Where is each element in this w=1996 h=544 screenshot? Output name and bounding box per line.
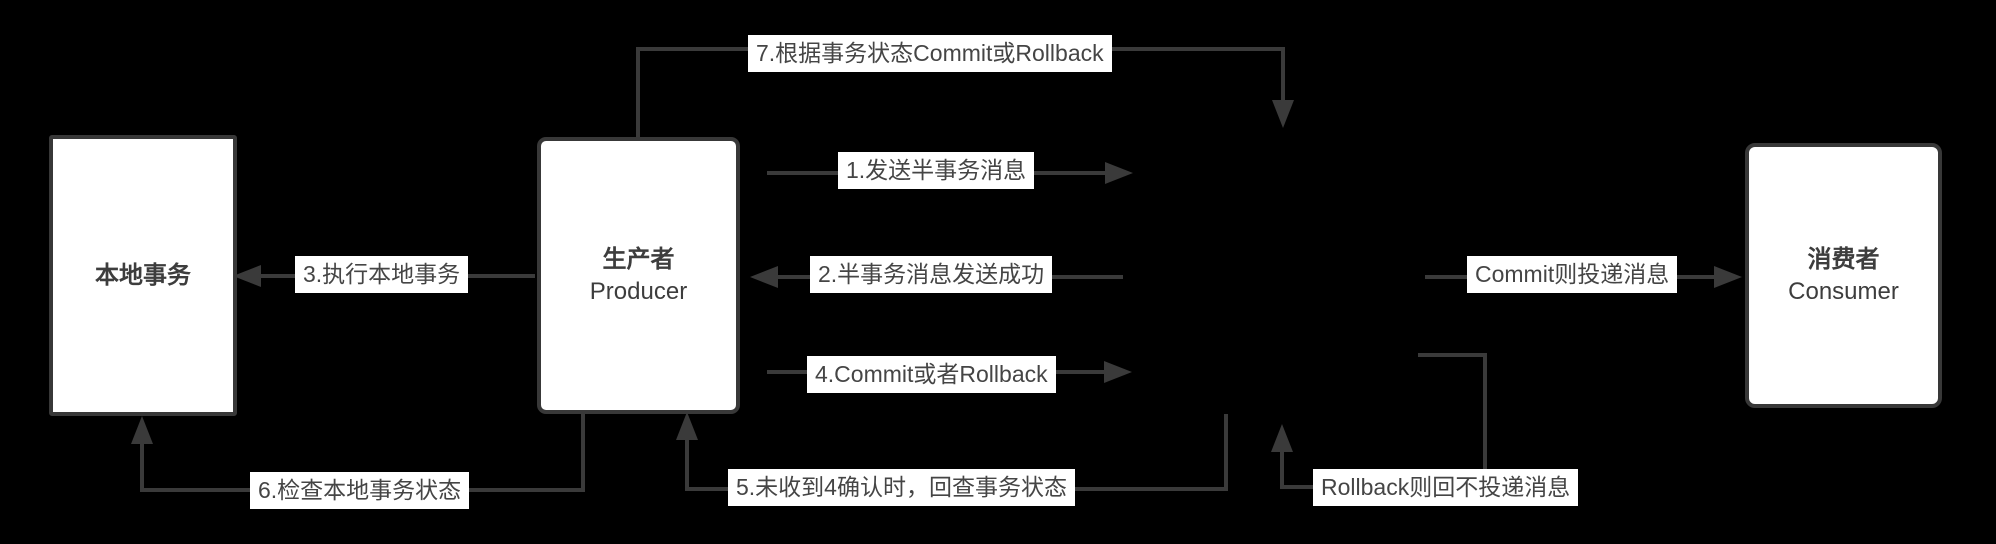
step-6-label: 6.检查本地事务状态	[250, 472, 470, 509]
arrowhead-up-icon	[131, 416, 153, 444]
arrowhead-left-icon	[233, 265, 261, 287]
connector-6-down-segment	[581, 414, 585, 492]
connector-6-up-segment	[140, 440, 144, 492]
consumer-box: 消费者 Consumer	[1745, 143, 1942, 408]
rollback-stub-segment	[1280, 485, 1315, 489]
step-2-label: 2.半事务消息发送成功	[810, 256, 1053, 293]
rollback-note-label: Rollback则回不投递消息	[1313, 469, 1579, 506]
step-3-label: 3.执行本地事务	[295, 256, 469, 293]
step-5-label: 5.未收到4确认时，回查事务状态	[728, 469, 1075, 506]
producer-title: 生产者	[602, 245, 675, 273]
arrowhead-right-icon	[1714, 266, 1742, 288]
arrowhead-up-icon	[676, 412, 698, 440]
rollback-top-down-segment	[1483, 353, 1487, 472]
producer-subtitle: Producer	[589, 277, 688, 305]
consumer-subtitle: Consumer	[1788, 277, 1899, 305]
arrowhead-down-icon	[1272, 100, 1294, 128]
local-transaction-title: 本地事务	[95, 261, 191, 289]
arrowhead-left-icon	[750, 266, 778, 288]
local-transaction-box: 本地事务	[49, 135, 237, 416]
producer-box: 生产者 Producer	[537, 137, 740, 414]
rollback-up-segment	[1280, 450, 1284, 489]
arrowhead-up-icon	[1271, 424, 1293, 452]
step-7-label: 7.根据事务状态Commit或Rollback	[748, 35, 1112, 72]
connector-7-up-segment	[636, 49, 640, 139]
consumer-title: 消费者	[1807, 245, 1880, 273]
rollback-top-horizontal-segment	[1418, 353, 1487, 357]
arrowhead-right-icon	[1105, 162, 1133, 184]
connector-5-up-segment	[685, 438, 689, 491]
commit-note-label: Commit则投递消息	[1467, 256, 1678, 293]
arrowhead-right-icon	[1104, 361, 1132, 383]
connector-5-down-segment	[1224, 414, 1228, 491]
step-1-label: 1.发送半事务消息	[838, 152, 1035, 189]
connector-7-down-segment	[1281, 47, 1285, 102]
step-4-label: 4.Commit或者Rollback	[807, 356, 1056, 393]
